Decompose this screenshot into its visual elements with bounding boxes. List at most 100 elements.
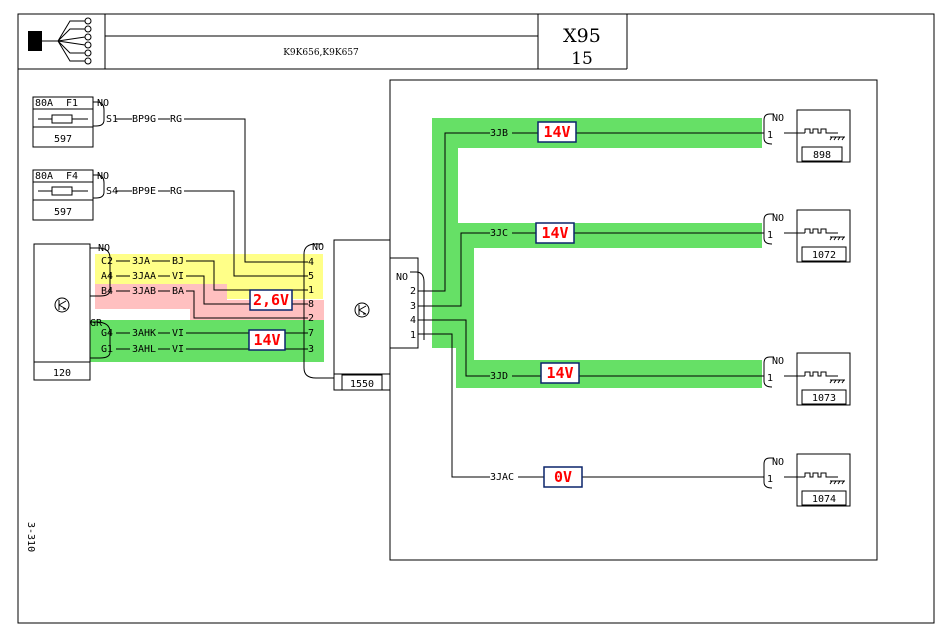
voltage-badge-3jac: 0V (543, 466, 583, 488)
out-wire-3jd: 3JD (490, 371, 508, 382)
component-1073-no: NO (772, 356, 784, 367)
transistor-icon (354, 302, 370, 318)
component-1073-pin: 1 (767, 373, 773, 384)
ecu-120-id: 120 (53, 368, 71, 379)
component-1072-id: 1072 (812, 250, 836, 261)
out-wire-3jc: 3JC (490, 228, 508, 239)
voltage-green-left-value: 14V (253, 331, 280, 349)
voltage-yellow-value: 2,6V (253, 291, 289, 309)
fuse-f1-wire: BP9G (132, 114, 156, 125)
out-pin-3: 3 (410, 301, 416, 312)
component-1074-pin: 1 (767, 474, 773, 485)
voltage-badge-yellow: 2,6V (249, 289, 293, 311)
fuse-f1-no: NO (97, 98, 109, 109)
wire-3ja: 3JA (132, 256, 150, 267)
out-pin-1: 1 (410, 330, 416, 341)
heater-icon (784, 371, 845, 384)
voltage-3jd-value: 14V (546, 364, 573, 382)
voltage-badge-3jd: 14V (540, 362, 580, 384)
in-pin-8: 8 (308, 299, 314, 310)
component-1072-pin: 1 (767, 230, 773, 241)
in-pin-3: 3 (308, 344, 314, 355)
fuse-f4-wire: BP9E (132, 186, 156, 197)
color-bj: BJ (172, 256, 184, 267)
component-898-no: NO (772, 113, 784, 124)
fuse-f4-no: NO (97, 171, 109, 182)
fuse-f1-rating: 80A (35, 98, 53, 109)
pin-g1: G1 (101, 344, 113, 355)
fuse-f1-box: 597 (54, 134, 72, 145)
component-1072-no: NO (772, 213, 784, 224)
module-1550-input-connector: NO 4 5 1 8 2 7 3 (303, 242, 334, 379)
color-vi-1: VI (172, 271, 184, 282)
wire-3ahl: 3AHL (132, 344, 156, 355)
fuse-f1: 80A F1 597 NO S1 BP9G RG (32, 96, 182, 148)
voltage-3jb-value: 14V (543, 123, 570, 141)
fuse-f4: 80A F4 597 NO S4 BP9E RG (32, 169, 182, 221)
voltage-3jac-value: 0V (554, 468, 572, 486)
pin-g4: G4 (101, 328, 113, 339)
voltage-badge-3jc: 14V (535, 222, 575, 244)
wire-3jaa: 3JAA (132, 271, 156, 282)
highlight-bands (88, 118, 762, 388)
out-pin-2: 2 (410, 286, 416, 297)
fuse-f4-pin: S4 (106, 186, 118, 197)
pin-b4: B4 (101, 286, 113, 297)
header: K9K656,K9K657 X95 15 (28, 14, 628, 69)
voltage-badge-3jb: 14V (537, 121, 577, 143)
header-subtitle: K9K656,K9K657 (283, 48, 359, 58)
color-vi-3: VI (172, 344, 184, 355)
transistor-icon (54, 297, 70, 313)
color-vi-2: VI (172, 328, 184, 339)
fuse-f4-id: F4 (66, 171, 78, 182)
module-1550-id: 1550 (350, 379, 374, 390)
component-1074-id: 1074 (812, 494, 836, 505)
pin-c2: C2 (101, 256, 113, 267)
component-1073: NO 1 1073 (763, 352, 851, 406)
heater-icon (784, 472, 845, 485)
fuse-f4-box: 597 (54, 207, 72, 218)
fuse-f1-color: RG (170, 114, 182, 125)
ecu-120-group-gr: GR (90, 318, 103, 329)
voltage-badge-green-left: 14V (248, 329, 286, 351)
component-1074: NO 1 1074 (763, 453, 851, 507)
color-ba: BA (172, 286, 184, 297)
pin-a4: A4 (101, 271, 113, 282)
out-wire-3jac: 3JAC (490, 472, 514, 483)
in-pin-7: 7 (308, 328, 314, 339)
component-898: NO 1 898 (763, 109, 851, 163)
wire-3jab: 3JAB (132, 286, 156, 297)
in-pin-2: 2 (308, 313, 314, 324)
component-1073-id: 1073 (812, 393, 836, 404)
fuse-f1-id: F1 (66, 98, 78, 109)
module-1550-output-connector: NO 2 3 4 1 (389, 257, 425, 349)
module-1550-in-group: NO (312, 242, 324, 253)
in-pin-5: 5 (308, 271, 314, 282)
heater-icon (784, 128, 845, 141)
component-898-pin: 1 (767, 130, 773, 141)
fuse-wires (116, 118, 308, 277)
in-pin-1: 1 (308, 285, 314, 296)
in-pin-4: 4 (308, 257, 314, 268)
side-reference: 3-310 (25, 522, 36, 552)
component-1072: NO 1 1072 (763, 209, 851, 263)
header-page: 15 (571, 49, 593, 69)
component-1074-no: NO (772, 457, 784, 468)
module-1550-out-group: NO (396, 272, 408, 283)
out-wire-3jb: 3JB (490, 128, 508, 139)
heater-icon (784, 228, 845, 241)
out-pin-4: 4 (410, 315, 416, 326)
ecu-120: 120 NO GR (33, 243, 111, 381)
header-title: X95 (563, 25, 601, 47)
ecu-120-group-no: NO (98, 243, 110, 254)
fuse-f4-color: RG (170, 186, 182, 197)
module-1550: 1550 (333, 239, 391, 391)
fuse-f4-rating: 80A (35, 171, 53, 182)
connector-logo-icon (28, 17, 92, 65)
page-frame (17, 13, 935, 624)
voltage-3jc-value: 14V (541, 224, 568, 242)
fuse-f1-pin: S1 (106, 114, 118, 125)
wire-3ahk: 3AHK (132, 328, 156, 339)
component-898-id: 898 (813, 150, 831, 161)
